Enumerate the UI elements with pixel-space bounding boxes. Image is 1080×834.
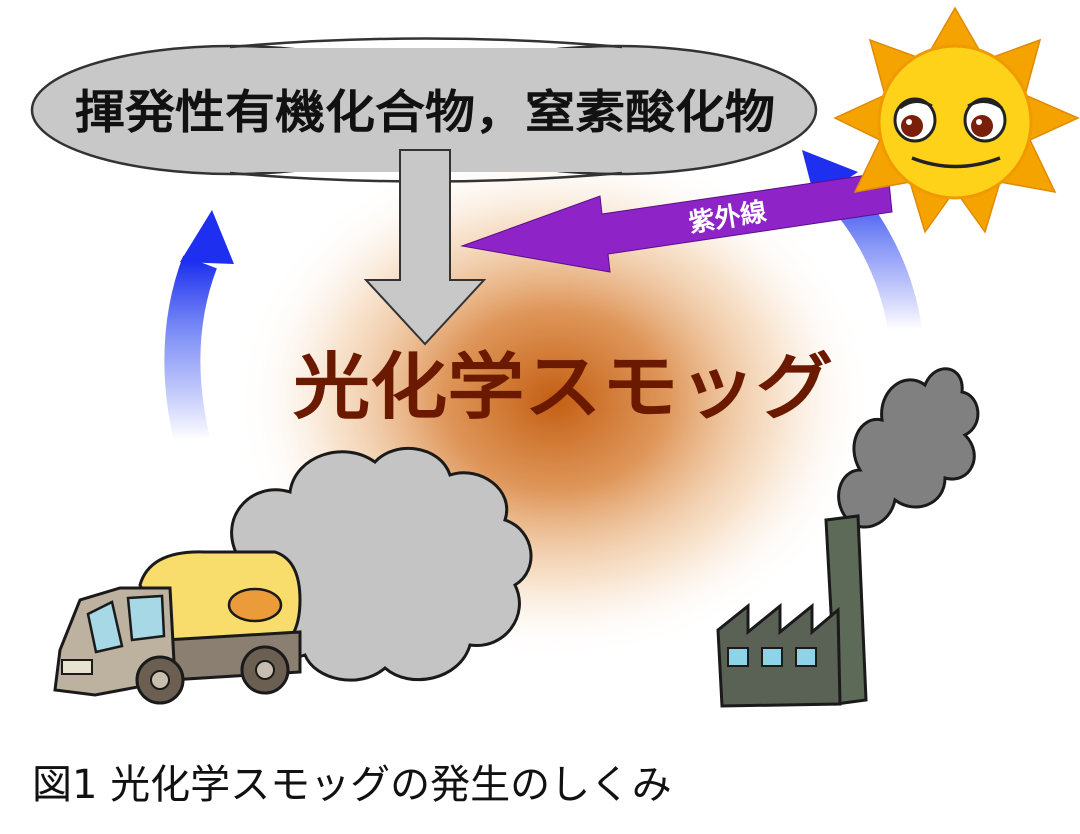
truck-icon bbox=[55, 552, 300, 703]
precursors-label: 揮発性有機化合物，窒素酸化物 bbox=[75, 85, 775, 139]
figure-caption: 図1 光化学スモッグの発生のしくみ bbox=[32, 752, 672, 810]
smog-label: 光化学スモッグ bbox=[293, 345, 833, 429]
rising-arrow-left bbox=[180, 210, 234, 440]
photochemical-smog-diagram: 揮発性有機化合物，窒素酸化物 紫外線 光化学スモッグ bbox=[0, 0, 1080, 740]
